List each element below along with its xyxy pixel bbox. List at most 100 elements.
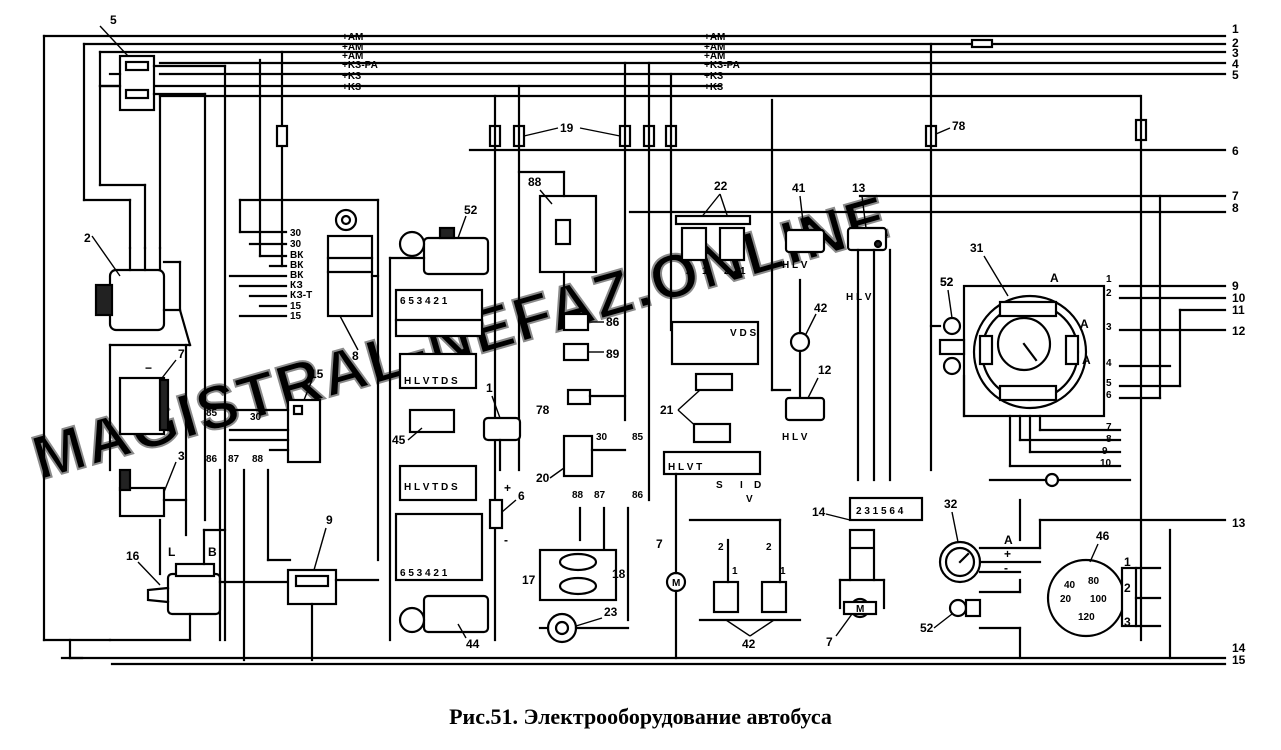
svg-text:+KЗ: +KЗ bbox=[342, 82, 361, 93]
svg-text:8: 8 bbox=[1232, 201, 1239, 215]
svg-text:H L V: H L V bbox=[782, 260, 808, 271]
svg-text:1: 1 bbox=[486, 381, 493, 395]
ignition-switch-8: 8 30 30 ВК ВК ВК КЗ КЗ-Т 15 15 bbox=[203, 50, 380, 642]
bus-labels-left: +AM +AM +AM +KЗ-PA +KЗ +KЗ bbox=[342, 32, 378, 93]
svg-text:КЗ: КЗ bbox=[290, 280, 303, 291]
svg-text:+KЗ: +KЗ bbox=[704, 71, 723, 82]
svg-text:A: A bbox=[1080, 317, 1089, 331]
svg-text:52: 52 bbox=[940, 275, 954, 289]
svg-text:2: 2 bbox=[718, 542, 724, 553]
svg-text:7: 7 bbox=[1106, 422, 1112, 433]
svg-text:30: 30 bbox=[290, 239, 302, 250]
svg-text:9: 9 bbox=[326, 513, 333, 527]
svg-text:41: 41 bbox=[792, 181, 806, 195]
svg-text:3: 3 bbox=[1232, 46, 1239, 60]
svg-text:40: 40 bbox=[1064, 580, 1076, 591]
svg-text:6 5 3 4 2 1: 6 5 3 4 2 1 bbox=[400, 568, 448, 579]
svg-text:1: 1 bbox=[732, 566, 738, 577]
svg-text:86: 86 bbox=[606, 315, 620, 329]
svg-text:2: 2 bbox=[1232, 36, 1239, 50]
svg-text:44: 44 bbox=[466, 637, 480, 651]
svg-text:+KЗ-PA: +KЗ-PA bbox=[704, 60, 740, 71]
svg-text:2 3 1 5 6 4: 2 3 1 5 6 4 bbox=[856, 506, 904, 517]
wiring-diagram: MAGISTRAL-NEFAZ.ONLINE +AM +AM +AM +KЗ-P… bbox=[24, 13, 1246, 667]
svg-text:14: 14 bbox=[1232, 641, 1246, 655]
bus-labels-mid: +AM +AM +AM +KЗ-PA +KЗ +KЗ bbox=[704, 32, 740, 93]
svg-text:-: - bbox=[504, 533, 508, 547]
svg-text:86: 86 bbox=[632, 490, 644, 501]
svg-text:+KЗ-PA: +KЗ-PA bbox=[342, 60, 378, 71]
svg-text:14: 14 bbox=[812, 505, 826, 519]
svg-text:+AM: +AM bbox=[704, 42, 725, 53]
lamps-52-top: 52 52 bbox=[929, 275, 966, 418]
switch-1: 1 bbox=[482, 381, 522, 472]
relay-15: 15 85 30 86 87 88 bbox=[206, 367, 324, 662]
svg-text:6 5 3 4 2 1: 6 5 3 4 2 1 bbox=[400, 296, 448, 307]
svg-text:20: 20 bbox=[536, 471, 550, 485]
svg-text:H L V T: H L V T bbox=[668, 462, 702, 473]
svg-text:11: 11 bbox=[1232, 303, 1245, 317]
svg-text:A: A bbox=[1050, 271, 1059, 285]
svg-text:85: 85 bbox=[632, 432, 644, 443]
svg-text:M: M bbox=[672, 578, 680, 589]
horn-23: 23 bbox=[538, 605, 630, 644]
svg-text:1: 1 bbox=[780, 566, 786, 577]
svg-text:9: 9 bbox=[1232, 279, 1239, 293]
svg-text:D: D bbox=[754, 480, 761, 491]
fuse-ignition bbox=[275, 124, 289, 148]
svg-text:+: + bbox=[1004, 547, 1011, 561]
svg-text:8: 8 bbox=[352, 349, 359, 363]
relay-88: 88 bbox=[517, 170, 598, 302]
svg-text:1: 1 bbox=[740, 266, 746, 277]
svg-text:85: 85 bbox=[206, 408, 218, 419]
svg-text:30: 30 bbox=[290, 228, 302, 239]
starter-16: 16 L B bbox=[108, 518, 292, 642]
svg-text:17: 17 bbox=[522, 573, 536, 587]
svg-text:16: 16 bbox=[126, 549, 140, 563]
svg-text:2: 2 bbox=[686, 266, 692, 277]
svg-text:6: 6 bbox=[1232, 144, 1239, 158]
svg-text:78: 78 bbox=[536, 403, 550, 417]
svg-text:88: 88 bbox=[528, 175, 542, 189]
motor-7-right: M 7 bbox=[826, 578, 886, 649]
svg-text:10: 10 bbox=[1100, 458, 1112, 469]
components-17-18: 17 18 bbox=[522, 548, 626, 602]
svg-text:7: 7 bbox=[656, 537, 663, 551]
svg-text:ВК: ВК bbox=[290, 270, 304, 281]
lamps-42-bottom: 2 1 2 1 42 bbox=[688, 518, 802, 651]
svg-text:45: 45 bbox=[392, 433, 406, 447]
svg-text:V D S: V D S bbox=[730, 328, 756, 339]
svg-text:I: I bbox=[740, 480, 743, 491]
svg-text:21: 21 bbox=[660, 403, 674, 417]
lamps-22: 22 2 1 2 1 bbox=[674, 179, 752, 277]
relays-86-89: 86 89 78 bbox=[536, 312, 627, 417]
svg-text:86: 86 bbox=[206, 454, 218, 465]
connector-14: 2 3 1 5 6 4 14 bbox=[812, 496, 924, 582]
svg-text:30: 30 bbox=[596, 432, 608, 443]
svg-text:78: 78 bbox=[952, 119, 966, 133]
svg-text:13: 13 bbox=[1232, 516, 1246, 530]
svg-text:15: 15 bbox=[290, 311, 302, 322]
svg-text:3: 3 bbox=[178, 449, 185, 463]
svg-text:100: 100 bbox=[1090, 594, 1107, 605]
speedometer-32: 40 80 20 100 120 46 1 2 3 bbox=[1046, 528, 1172, 660]
svg-text:4: 4 bbox=[1106, 358, 1112, 369]
svg-text:23: 23 bbox=[604, 605, 618, 619]
svg-text:1: 1 bbox=[1124, 555, 1131, 569]
svg-text:15: 15 bbox=[290, 301, 302, 312]
svg-text:H L V T D S: H L V T D S bbox=[404, 376, 458, 387]
svg-text:6: 6 bbox=[1106, 390, 1112, 401]
bus-numbers: 1 2 3 4 5 6 7 8 9 10 11 12 13 14 15 bbox=[1232, 22, 1246, 667]
lamp-42-middle: 42 bbox=[789, 278, 828, 398]
svg-text:88: 88 bbox=[252, 454, 264, 465]
svg-text:12: 12 bbox=[1232, 324, 1246, 338]
svg-text:42: 42 bbox=[742, 637, 756, 651]
svg-text:3: 3 bbox=[1124, 615, 1131, 629]
lamp-52-bottom: 52 bbox=[920, 578, 1022, 660]
svg-text:ВК: ВК bbox=[290, 260, 304, 271]
svg-text:7: 7 bbox=[1232, 189, 1239, 203]
svg-text:A: A bbox=[1004, 533, 1013, 547]
relay-9: 9 bbox=[286, 513, 380, 662]
svg-text:52: 52 bbox=[464, 203, 478, 217]
fuse-6: 6 + - bbox=[488, 481, 525, 547]
